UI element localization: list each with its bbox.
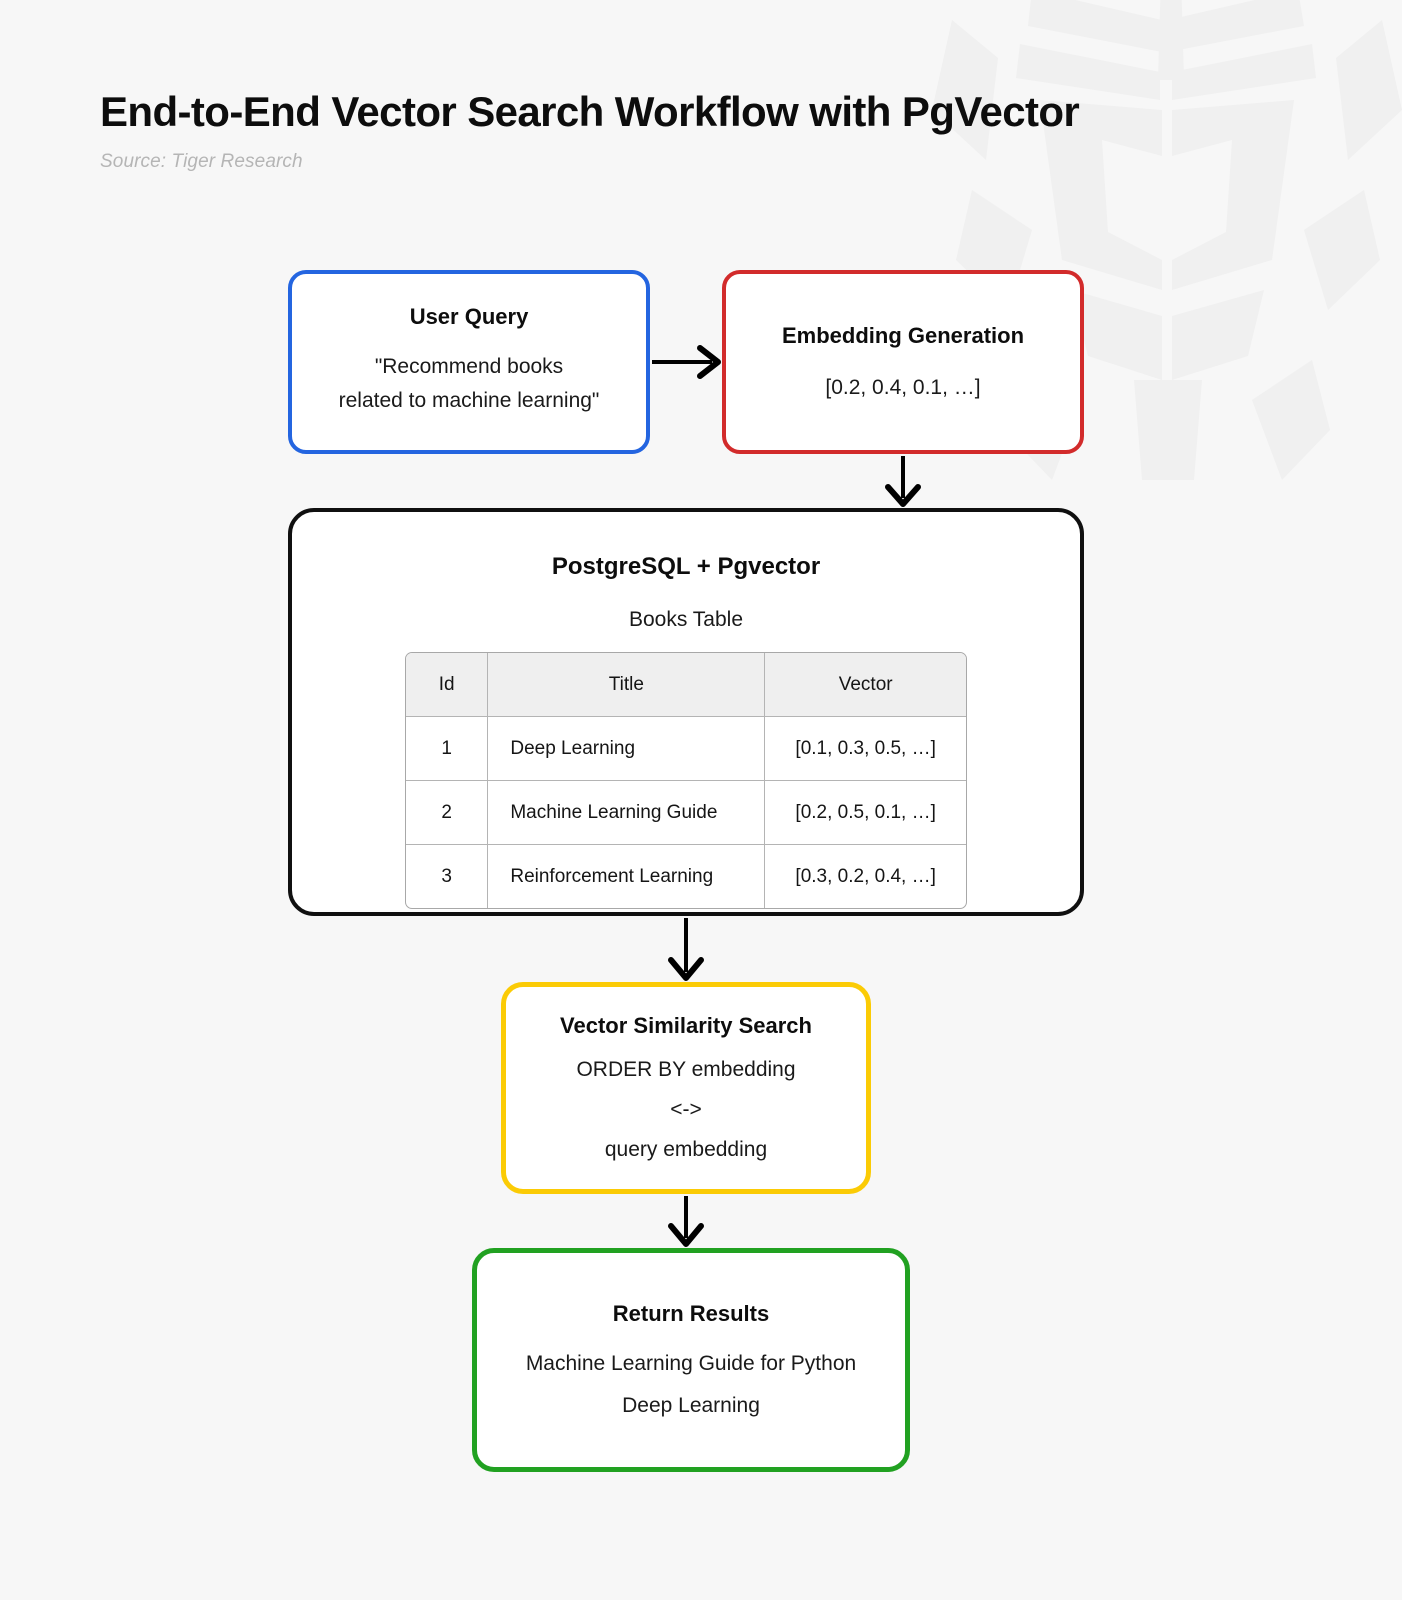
books-table-caption: Books Table (628, 608, 744, 631)
node-vector-similarity-search-operator: <-> (670, 1097, 702, 1121)
books-table-header-id: Id (406, 653, 489, 718)
node-postgresql-pgvector[interactable]: PostgreSQL + Pgvector Books Table Id Tit… (288, 508, 1084, 916)
books-row-3-id: 3 (406, 845, 489, 909)
page-title: End-to-End Vector Search Workflow with P… (100, 88, 1080, 135)
node-user-query-line-2: related to machine learning" (338, 388, 600, 412)
table-row: 3 Reinforcement Learning [0.3, 0.2, 0.4,… (406, 845, 966, 909)
arrow-postgres-to-similarity (668, 918, 704, 981)
node-embedding-generation[interactable]: Embedding Generation [0.2, 0.4, 0.1, …] (722, 270, 1084, 454)
node-return-results-title: Return Results (612, 1301, 770, 1327)
node-vector-similarity-search-line-1: ORDER BY embedding (576, 1057, 796, 1081)
node-return-results-item-1: Machine Learning Guide for Python (525, 1351, 857, 1375)
node-return-results-item-2: Deep Learning (622, 1393, 760, 1417)
arrow-similarity-to-results (668, 1196, 704, 1247)
books-row-1-id: 1 (406, 717, 489, 782)
books-row-3-vector: [0.3, 0.2, 0.4, …] (795, 865, 936, 887)
books-table-header-row: Id Title Vector (406, 653, 966, 718)
page-header: End-to-End Vector Search Workflow with P… (100, 88, 1080, 173)
books-table-header-vector: Vector (765, 653, 966, 718)
node-postgresql-pgvector-title: PostgreSQL + Pgvector (551, 553, 821, 580)
books-row-2-title: Machine Learning Guide (488, 781, 766, 846)
page-source-caption: Source: Tiger Research (100, 151, 303, 173)
node-vector-similarity-search-title: Vector Similarity Search (560, 1013, 812, 1039)
node-user-query[interactable]: User Query "Recommend books related to m… (288, 270, 650, 454)
node-embedding-generation-title: Embedding Generation (781, 323, 1025, 349)
table-row: 2 Machine Learning Guide [0.2, 0.5, 0.1,… (406, 781, 966, 846)
books-row-1-title: Deep Learning (488, 717, 766, 782)
table-row: 1 Deep Learning [0.1, 0.3, 0.5, …] (406, 717, 966, 782)
node-vector-similarity-search-line-3: query embedding (604, 1137, 768, 1161)
books-table-header-title: Title (488, 653, 766, 718)
books-table: Id Title Vector 1 Deep Learning [0.1, 0.… (405, 652, 967, 910)
node-vector-similarity-search[interactable]: Vector Similarity Search ORDER BY embedd… (501, 982, 871, 1194)
books-row-2-id: 2 (406, 781, 489, 846)
books-row-3-title: Reinforcement Learning (488, 845, 766, 909)
books-row-2-vector: [0.2, 0.5, 0.1, …] (765, 781, 966, 846)
node-user-query-title: User Query (409, 304, 529, 330)
node-embedding-generation-vector: [0.2, 0.4, 0.1, …] (825, 375, 981, 399)
books-row-1-vector: [0.1, 0.3, 0.5, …] (765, 717, 966, 782)
node-user-query-line-1: "Recommend books (374, 354, 564, 378)
arrow-embedding-to-postgres (885, 456, 921, 507)
node-return-results[interactable]: Return Results Machine Learning Guide fo… (472, 1248, 910, 1472)
arrow-user-query-to-embedding (652, 345, 721, 379)
